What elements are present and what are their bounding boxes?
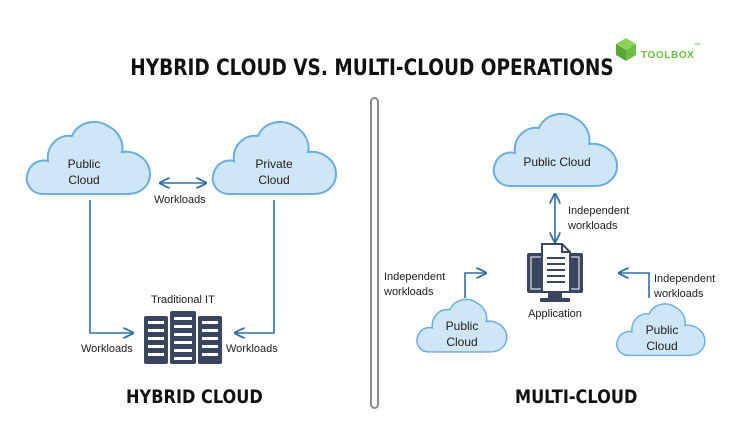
private-cloud-label-line1: Private bbox=[255, 157, 293, 171]
application-document-icon bbox=[527, 243, 583, 302]
multi-left-cloud-line1: Public bbox=[445, 319, 479, 333]
multi-left-workloads-line1: Independent bbox=[384, 271, 446, 283]
multi-left-workloads-label: Independent workloads bbox=[384, 270, 445, 300]
brand-name: TOOLBOX bbox=[641, 50, 695, 61]
public-to-it-arrow bbox=[89, 200, 133, 333]
application-label: Application bbox=[528, 308, 582, 320]
trademark-mark: ™ bbox=[694, 43, 702, 49]
workloads-right-label: Workloads bbox=[226, 343, 278, 355]
multi-right-workloads-line1: Independent bbox=[654, 273, 716, 285]
server-rack-icon bbox=[144, 311, 222, 364]
multi-right-cloud-line2: Cloud bbox=[646, 339, 678, 353]
cube-icon bbox=[616, 38, 636, 61]
public-cloud-label-line2: Cloud bbox=[68, 173, 100, 187]
section-divider bbox=[370, 97, 379, 409]
private-cloud-label: Private Cloud bbox=[241, 156, 307, 188]
multi-right-cloud-line1: Public bbox=[645, 323, 679, 337]
multi-right-workloads-line2: workloads bbox=[654, 288, 704, 300]
multi-left-cloud-label: Public Cloud bbox=[432, 318, 492, 350]
multi-cloud-heading: MULTI-CLOUD bbox=[515, 386, 638, 408]
multi-top-cloud-shape bbox=[492, 112, 618, 187]
multi-right-workloads-label: Independent workloads bbox=[654, 272, 715, 302]
left-to-app-arrow bbox=[464, 273, 486, 298]
multi-top-workloads-line2: workloads bbox=[568, 220, 618, 232]
multi-top-workloads-label: Independent workloads bbox=[568, 204, 629, 234]
private-to-it-arrow bbox=[235, 200, 275, 333]
page-title: HYBRID CLOUD VS. MULTI-CLOUD OPERATIONS bbox=[130, 56, 614, 81]
hybrid-cloud-heading: HYBRID CLOUD bbox=[126, 386, 263, 408]
multi-top-workloads-line1: Independent bbox=[568, 205, 630, 217]
multi-left-cloud-line2: Cloud bbox=[446, 335, 478, 349]
public-cloud-label-line1: Public bbox=[67, 157, 101, 171]
brand-logo: TOOLBOX™ bbox=[641, 43, 701, 62]
traditional-it-label: Traditional IT bbox=[151, 294, 215, 306]
multi-left-workloads-line2: workloads bbox=[384, 286, 434, 298]
multi-right-cloud-label: Public Cloud bbox=[632, 322, 692, 354]
right-to-app-arrow bbox=[619, 273, 650, 298]
public-cloud-label: Public Cloud bbox=[54, 156, 114, 188]
workloads-middle-label: Workloads bbox=[154, 194, 206, 206]
multi-top-cloud-label: Public Cloud bbox=[523, 155, 591, 169]
workloads-left-label: Workloads bbox=[81, 343, 133, 355]
private-cloud-label-line2: Cloud bbox=[258, 173, 290, 187]
